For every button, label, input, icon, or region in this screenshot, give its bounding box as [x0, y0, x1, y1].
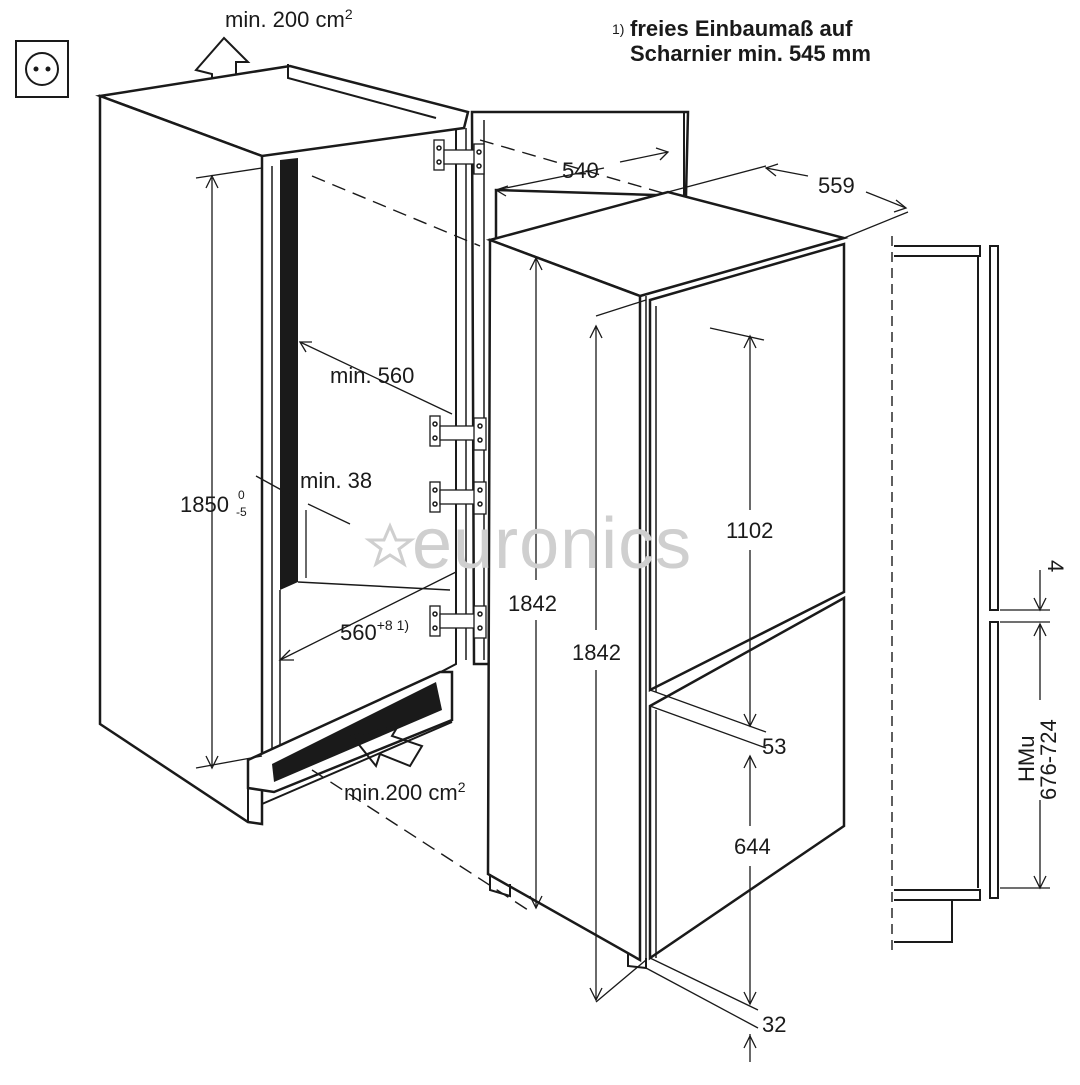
dim-53-label: 53: [762, 734, 786, 759]
note-footnote-mark: 1): [612, 21, 624, 37]
cabinet-niche: [95, 64, 470, 826]
hinge-top: [433, 139, 485, 175]
fridge-lower-door: [648, 595, 846, 961]
dashed-guide-door: [479, 139, 681, 199]
fridge-body: [485, 190, 849, 970]
dimension-53: [649, 689, 767, 749]
dim-4-label: 4: [1043, 560, 1068, 572]
star-icon: [364, 522, 416, 568]
dim-560-label: 560+8 1): [340, 617, 409, 645]
fridge-upper-door: [648, 242, 846, 693]
dimension-644: [743, 754, 757, 1006]
dim-540-label: 540: [562, 158, 599, 183]
bottom-vent-label: min.200 cm2: [344, 779, 466, 805]
dimension-1842-side: [529, 256, 543, 910]
dimension-hmu: [1000, 622, 1050, 890]
dim-644-label: 644: [734, 834, 771, 859]
dimension-1102: [709, 327, 765, 728]
watermark-text: euronics: [412, 504, 692, 584]
dashed-guide-top: [311, 175, 481, 247]
dim-1850-label: 1850: [180, 492, 229, 517]
note-line-1: freies Einbaumaß auf: [630, 16, 853, 41]
note-line-2: Scharnier min. 545 mm: [630, 41, 871, 66]
dimension-min560: [298, 341, 453, 415]
dim-min560-label: min. 560: [330, 363, 414, 388]
dimension-min38: [255, 475, 351, 578]
dim-1850-tol-lower: -5: [236, 505, 247, 519]
dimension-1842-front: [589, 299, 647, 1003]
dimension-32: [645, 957, 759, 1062]
dim-hmu-range-label: 676-724: [1036, 719, 1061, 800]
dim-hmu-label: HMu: [1014, 736, 1039, 782]
power-socket-icon: [15, 40, 69, 98]
arrow-up-icon: [194, 36, 251, 86]
dim-min38-label: min. 38: [300, 468, 372, 493]
dimension-560: [278, 571, 457, 661]
dim-1850-tol-upper: 0: [238, 488, 245, 502]
top-vent-label: min. 200 cm2: [225, 6, 353, 32]
dim-559-label: 559: [818, 173, 855, 198]
dimension-1850: [195, 167, 263, 770]
hinge-bottom: [429, 605, 487, 639]
cabinet-door: [470, 110, 690, 666]
dimension-559: [667, 163, 909, 239]
dim-1842-side-label: 1842: [508, 591, 557, 616]
side-section-view: [891, 236, 999, 950]
dim-1102-label: 1102: [726, 518, 773, 543]
arrow-diagonal-icon: [350, 724, 424, 769]
dimension-540: [494, 147, 670, 197]
hinge-middle-upper: [429, 415, 487, 451]
hinge-middle-lower: [429, 481, 487, 515]
dim-32-label: 32: [762, 1012, 786, 1037]
dim-1842-front-label: 1842: [572, 640, 621, 665]
